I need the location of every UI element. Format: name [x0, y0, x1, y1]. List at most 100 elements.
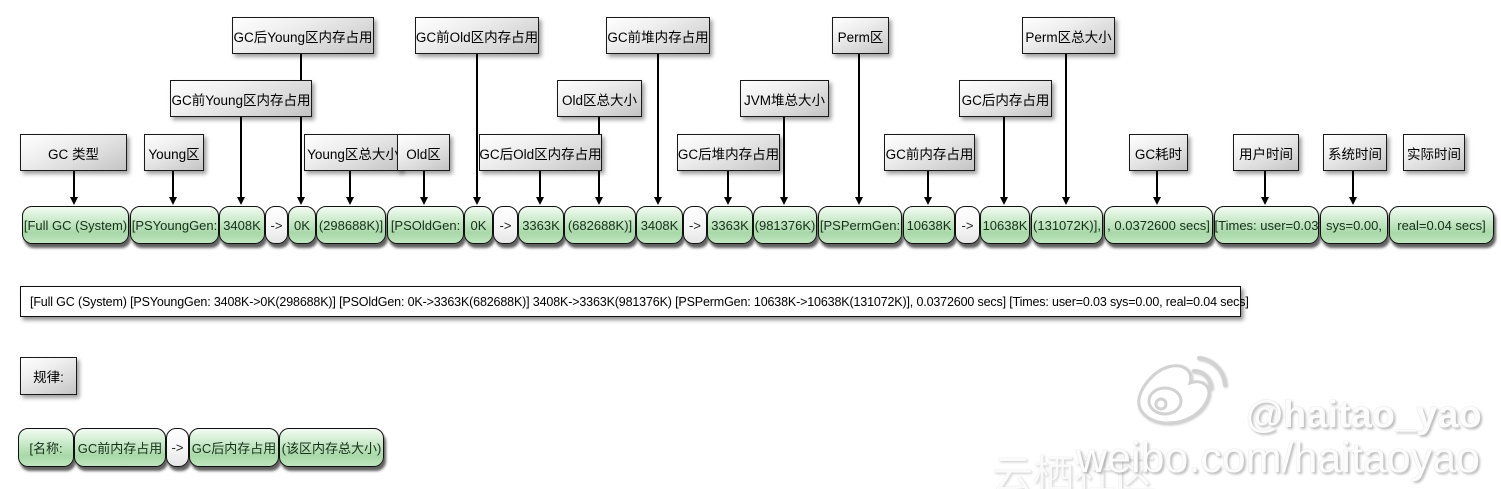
log-segment: GC前内存占用: [74, 428, 166, 467]
callout-box: JVM堆总大小: [740, 80, 829, 117]
callout-arrowhead: [999, 197, 1008, 205]
callout-arrow: [858, 52, 860, 198]
log-segment: 0K: [288, 206, 316, 244]
callout-arrow: [539, 169, 541, 198]
log-segment-text: real=0.04 secs]: [1397, 217, 1486, 233]
callout-box: GC后Old区内存占用: [479, 134, 602, 171]
log-segment-text: 3408K: [640, 217, 679, 233]
callout-arrowhead: [779, 197, 788, 205]
log-segment-text: (682688K)]: [567, 217, 633, 233]
callout-box: GC前堆内存占用: [606, 17, 710, 54]
callout-box: Perm区总大小: [1022, 17, 1115, 54]
log-segment: (该区内存总大小): [279, 428, 384, 467]
callout-arrow: [1003, 115, 1005, 198]
gc-log-line-text: [Full GC (System) [PSYoungGen: 3408K->0K…: [30, 294, 1249, 309]
log-segment-separator: ->: [265, 206, 288, 244]
log-segment: real=0.04 secs]: [1389, 206, 1494, 244]
callout-label: 实际时间: [1407, 146, 1461, 162]
pattern-label-box: 规律:: [20, 357, 77, 395]
log-segment: 3408K: [636, 206, 683, 244]
callout-box: 用户时间: [1233, 134, 1299, 171]
callout-arrow: [349, 169, 351, 198]
log-segment-text: 3408K: [223, 217, 261, 233]
log-segment-separator: ->: [683, 206, 707, 244]
log-segment: (298688K)]: [316, 206, 386, 244]
callout-label: GC前Young区内存占用: [171, 92, 311, 108]
callout-label: 系统时间: [1328, 146, 1382, 162]
callout-arrow: [300, 52, 302, 198]
log-segment-text: GC后内存占用: [191, 441, 277, 456]
log-segment: GC后内存占用: [189, 428, 279, 467]
callout-label: Young区总大小: [307, 146, 399, 162]
callout-label: Old区: [406, 146, 441, 162]
callout-label: GC前Old区内存占用: [415, 29, 539, 45]
callout-box: Young区总大小: [304, 134, 402, 171]
callout-arrowhead: [535, 197, 544, 205]
callout-arrow: [1352, 169, 1354, 198]
log-segment: [PSYoungGen:: [130, 206, 219, 244]
log-segment: 10638K: [980, 206, 1030, 244]
pattern-label-text: 规律:: [33, 370, 64, 385]
log-segment-separator: ->: [493, 206, 518, 244]
log-segment-text: [PSPermGen:: [819, 217, 901, 233]
callout-arrowhead: [923, 197, 932, 205]
log-segment-text: 0K: [294, 217, 310, 233]
callout-box: GC后内存占用: [959, 80, 1052, 117]
log-segment: (131072K)],: [1031, 206, 1103, 244]
callout-box: Old区总大小: [557, 80, 642, 117]
callout-arrow: [476, 52, 478, 198]
callout-label: Old区总大小: [561, 92, 637, 108]
callout-label: Perm区总大小: [1025, 29, 1112, 45]
log-segment: sys=0.00,: [1320, 206, 1388, 244]
callout-box: Old区: [397, 134, 450, 171]
callout-arrowhead: [236, 197, 245, 205]
callout-arrow: [1156, 169, 1158, 198]
log-segment-text: [PSOldGen:: [390, 217, 461, 233]
log-segment-text: ->: [961, 217, 974, 233]
callout-label: 用户时间: [1239, 146, 1293, 162]
callout-arrowhead: [419, 197, 428, 205]
log-segment: 0K: [464, 206, 493, 244]
watermark-handle: @haitao_yao: [1246, 394, 1482, 436]
callout-box: 系统时间: [1323, 134, 1387, 171]
watermark-alt-text: 云栖社区: [992, 452, 1156, 489]
callout-arrow: [927, 169, 929, 198]
callout-box: GC耗时: [1129, 134, 1188, 171]
log-segment-text: 0K: [470, 217, 487, 233]
callout-arrowhead: [1348, 197, 1357, 205]
callout-arrow: [657, 52, 659, 198]
callout-arrowhead: [854, 197, 863, 205]
log-segment-text: , 0.0372600 secs]: [1107, 217, 1210, 233]
log-segment-text: ->: [171, 440, 184, 455]
log-segment-text: 10638K: [982, 217, 1028, 233]
weibo-logo-icon: [1137, 356, 1227, 425]
log-segment-text: ->: [499, 217, 512, 233]
callout-arrowhead: [69, 197, 78, 205]
callout-arrowhead: [594, 197, 603, 205]
log-segment-text: ->: [689, 217, 701, 233]
log-segment-text: ->: [270, 217, 283, 233]
callout-arrow: [1264, 169, 1266, 198]
callout-label: Perm区: [837, 29, 884, 45]
callout-arrowhead: [723, 197, 732, 205]
log-segment-text: [PSYoungGen:: [131, 217, 218, 233]
callout-box: 实际时间: [1403, 134, 1465, 171]
callout-box: GC前Old区内存占用: [415, 17, 539, 54]
log-segment: (682688K)]: [564, 206, 636, 244]
callout-label: GC后内存占用: [961, 92, 1050, 108]
log-segment-separator: ->: [955, 206, 980, 244]
log-segment-text: 10638K: [906, 217, 952, 233]
log-segment: [PSOldGen:: [387, 206, 464, 244]
callout-arrowhead: [472, 197, 481, 205]
log-segment-text: (该区内存总大小): [281, 441, 382, 456]
callout-arrowhead: [1260, 197, 1269, 205]
log-segment: , 0.0372600 secs]: [1104, 206, 1213, 244]
log-segment-text: GC前内存占用: [77, 441, 163, 456]
log-segment: (981376K): [753, 206, 817, 244]
log-segment-text: (981376K): [754, 217, 816, 233]
log-segment: [Times: user=0.03: [1214, 206, 1319, 244]
log-segment-text: sys=0.00,: [1325, 217, 1382, 233]
callout-arrow: [73, 169, 75, 198]
callout-label: Young区: [148, 146, 200, 162]
